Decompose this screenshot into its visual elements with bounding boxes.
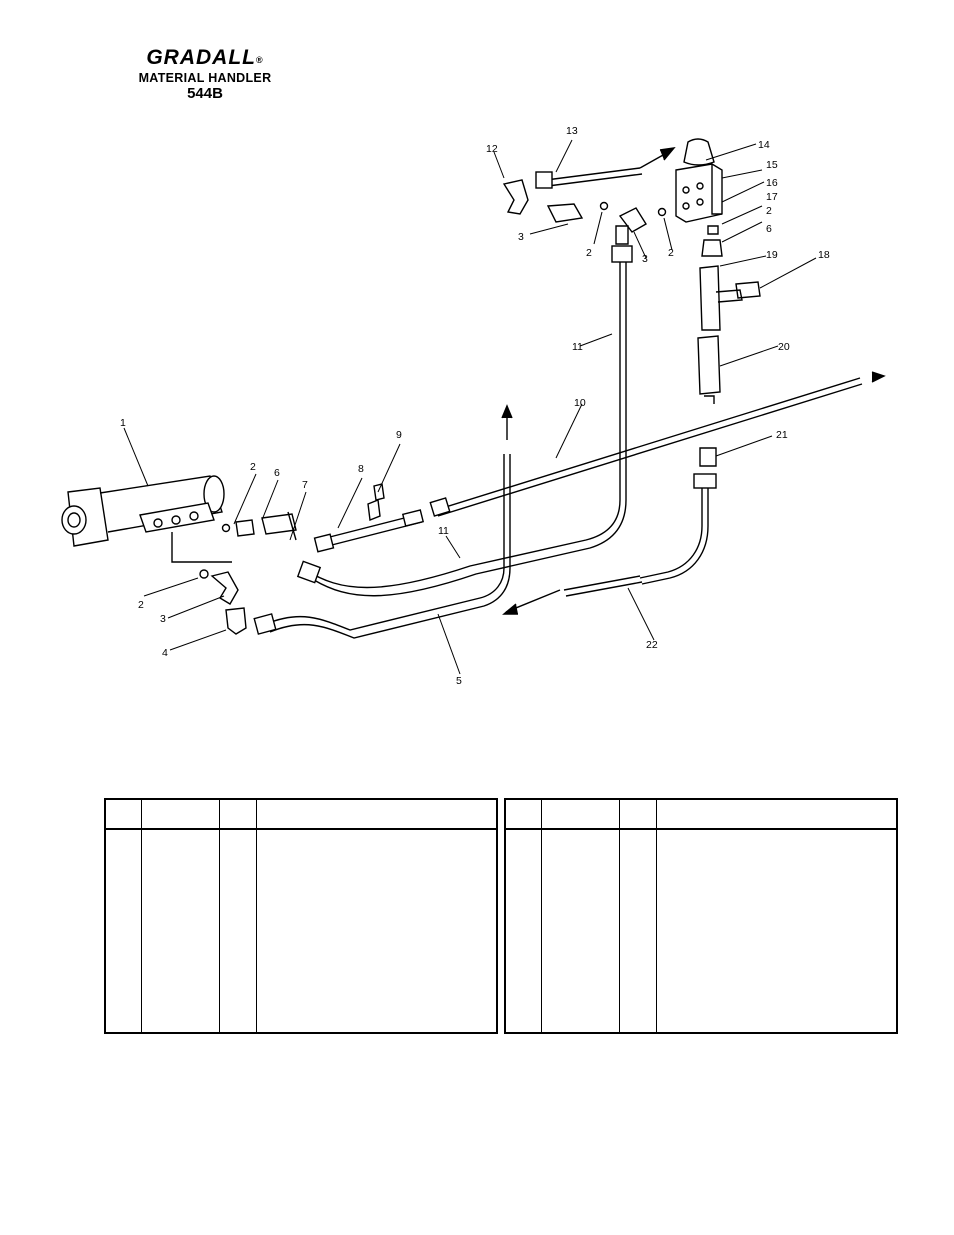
callout-12: 12 bbox=[486, 143, 498, 155]
parts-table-right bbox=[504, 798, 898, 1034]
table-header bbox=[106, 800, 496, 830]
callout-22: 22 bbox=[646, 639, 658, 651]
callout-10: 10 bbox=[574, 397, 586, 409]
callout-1: 1 bbox=[120, 417, 126, 429]
callout-7: 7 bbox=[302, 479, 308, 491]
callout-14: 14 bbox=[758, 139, 770, 151]
callout-3: 3 bbox=[160, 613, 166, 625]
callout-2e: 2 bbox=[668, 247, 674, 259]
callout-16: 16 bbox=[766, 177, 778, 189]
table-column-divider bbox=[619, 800, 620, 1032]
callout-21: 21 bbox=[776, 429, 788, 441]
model-number: 544B bbox=[187, 85, 223, 102]
callout-3c: 3 bbox=[642, 253, 648, 265]
parts-table-left bbox=[104, 798, 498, 1034]
part-cylinder bbox=[61, 475, 232, 563]
callout-9: 9 bbox=[396, 429, 402, 441]
callout-6b: 6 bbox=[766, 223, 772, 235]
callout-2d: 2 bbox=[586, 247, 592, 259]
callout-11a: 11 bbox=[438, 525, 449, 537]
callout-4: 4 bbox=[162, 647, 168, 659]
brand-name: GRADALL® bbox=[146, 46, 264, 69]
callout-15: 15 bbox=[766, 159, 778, 171]
table-column-divider bbox=[256, 800, 257, 1032]
callout-3b: 3 bbox=[518, 231, 524, 243]
product-line: MATERIAL HANDLER bbox=[138, 71, 272, 85]
callout-19: 19 bbox=[766, 249, 778, 261]
callout-13: 13 bbox=[566, 125, 578, 137]
table-header bbox=[506, 800, 896, 830]
parts-diagram: 1 2 2 3 4 5 6 7 8 9 10 11 11 12 13 14 15… bbox=[61, 125, 886, 687]
callout-2c: 2 bbox=[766, 205, 772, 217]
table-column-divider bbox=[656, 800, 657, 1032]
callout-20: 20 bbox=[778, 341, 790, 353]
table-column-divider bbox=[219, 800, 220, 1032]
callout-2: 2 bbox=[250, 461, 256, 473]
callout-8: 8 bbox=[358, 463, 364, 475]
callout-6: 6 bbox=[274, 467, 280, 479]
logo-block: GRADALL® MATERIAL HANDLER 544B bbox=[110, 46, 300, 102]
callout-17: 17 bbox=[766, 191, 778, 203]
table-column-divider bbox=[141, 800, 142, 1032]
callout-18: 18 bbox=[818, 249, 830, 261]
table-column-divider bbox=[541, 800, 542, 1032]
callout-5: 5 bbox=[456, 675, 462, 687]
callout-11b: 11 bbox=[572, 341, 583, 353]
callout-2b: 2 bbox=[138, 599, 144, 611]
